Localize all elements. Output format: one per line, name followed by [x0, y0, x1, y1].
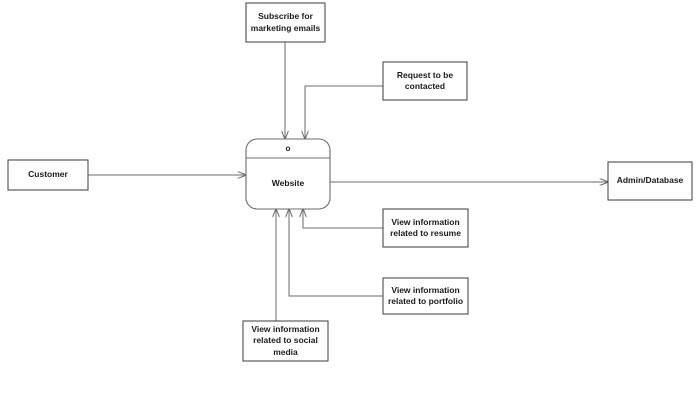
flow-view-resume-to-website — [303, 209, 383, 229]
input-view-resume-box[interactable] — [382, 208, 469, 248]
entity-customer-box[interactable] — [7, 159, 89, 191]
input-request-contact-box[interactable] — [382, 61, 468, 101]
input-view-portfolio-box[interactable] — [382, 277, 469, 315]
input-view-social-box[interactable] — [242, 320, 329, 362]
process-website-box[interactable] — [245, 138, 331, 210]
entity-admin-database-box[interactable] — [607, 161, 693, 201]
input-subscribe-box[interactable] — [245, 2, 326, 43]
process-id-label: o — [285, 144, 291, 153]
flow-view-portfolio-to-website — [289, 209, 383, 297]
flow-request-contact-to-website — [305, 85, 383, 139]
